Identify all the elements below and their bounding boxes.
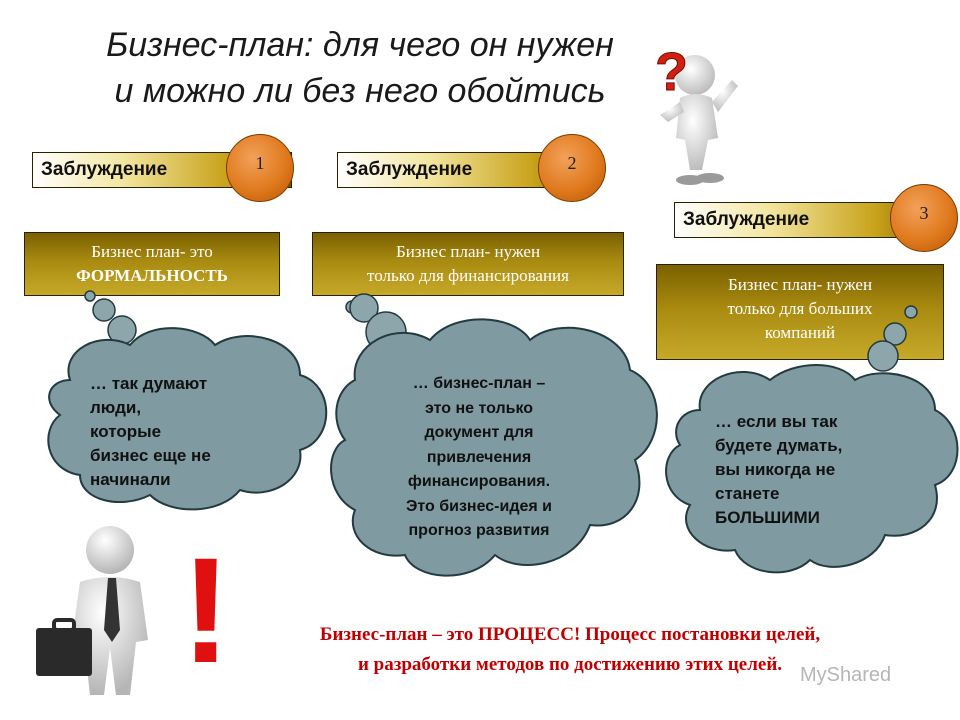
misconception-1-number: 1: [255, 153, 265, 173]
cloud-2-shape: [330, 318, 658, 577]
conclusion-line-2: и разработки методов по достижению этих …: [357, 654, 783, 675]
misconception-2-box: Бизнес план- нужен только для финансиров…: [312, 232, 624, 296]
cloud-3-text: … если вы так будете думать, вы никогда …: [715, 410, 915, 530]
cloud-3-line: вы никогда не: [715, 460, 836, 479]
cloud-2-line: финансирования.: [407, 473, 551, 490]
cloud-3-bubble-large: [867, 340, 899, 372]
cloud-1-line: бизнес еще не: [90, 446, 211, 465]
title-line-2: и можно ли без него обойтись: [114, 72, 606, 110]
misconception-2-number: 2: [567, 153, 577, 173]
cloud-3-shape: [665, 364, 959, 574]
misconception-1-number-badge: 1: [226, 134, 294, 202]
cloud-2-bubble-medium: [349, 293, 379, 323]
cloud-1-shape: [47, 327, 328, 511]
cloud-1-line: люди,: [90, 398, 142, 417]
cloud-2-line: … бизнес-план –: [412, 375, 546, 392]
misconception-3-box-line-1: Бизнес план- нужен: [727, 275, 873, 294]
cloud-2-line: прогноз развития: [408, 522, 550, 539]
cloud-1-bubble-small: [84, 290, 96, 302]
exclamation-icon: !: [181, 526, 231, 694]
cloud-3-bubble-small: [904, 305, 918, 319]
cloud-1-bubble-medium: [92, 298, 116, 322]
misconception-1-box: Бизнес план- это ФОРМАЛЬНОСТЬ: [24, 232, 280, 296]
title-line-1: Бизнес-план: для чего он нужен: [106, 26, 614, 64]
misconception-2-box-line-2: только для финансирования: [367, 266, 569, 285]
cloud-2-line: привлечения: [426, 448, 532, 466]
cloud-3-line: … если вы так: [715, 412, 838, 431]
conclusion-line-1: Бизнес-план – это ПРОЦЕСС! Процесс поста…: [319, 624, 821, 645]
cloud-1-line: которые: [90, 422, 162, 441]
cloud-2-line: Это бизнес-идея и: [406, 497, 552, 515]
cloud-1-text: … так думают люди, которые бизнес еще не…: [90, 372, 290, 492]
misconception-3-box-line-2: только для больших: [727, 299, 873, 318]
misconception-2-label: Заблуждение: [346, 159, 473, 180]
slide-title: Бизнес-план: для чего он нужен и можно л…: [60, 22, 660, 114]
misconception-1-label: Заблуждение: [41, 159, 168, 180]
thinking-figure-icon: ?: [655, 42, 738, 185]
conclusion-text: Бизнес-план – это ПРОЦЕСС! Процесс поста…: [200, 620, 940, 680]
misconception-3-number-badge: 3: [890, 184, 958, 252]
misconception-3-label: Заблуждение: [683, 209, 810, 230]
cloud-2-line: документ для: [424, 424, 534, 441]
cloud-3-line: будете думать,: [715, 436, 843, 455]
misconception-2-number-badge: 2: [538, 134, 606, 202]
cloud-2-line: это не только: [424, 399, 534, 417]
cloud-2-text: … бизнес-план – это не только документ д…: [370, 372, 588, 544]
cloud-3-line: БОЛЬШИМИ: [715, 508, 820, 527]
misconception-1-box-line-1: Бизнес план- это: [91, 242, 213, 261]
cloud-1-line: … так думают: [90, 374, 208, 393]
misconception-1-box-line-2: ФОРМАЛЬНОСТЬ: [76, 266, 228, 285]
misconception-3-box-line-3: компаний: [764, 323, 836, 342]
cloud-1-line: начинали: [90, 470, 171, 489]
svg-text:?: ?: [655, 42, 688, 102]
misconception-3-number: 3: [919, 203, 929, 223]
misconception-2-box-line-1: Бизнес план- нужен: [395, 242, 541, 261]
businessman-figure-icon: [36, 526, 148, 695]
cloud-3-bubble-medium: [883, 322, 907, 346]
cloud-3-line: станете: [715, 484, 780, 503]
watermark: MyShared: [800, 664, 892, 686]
